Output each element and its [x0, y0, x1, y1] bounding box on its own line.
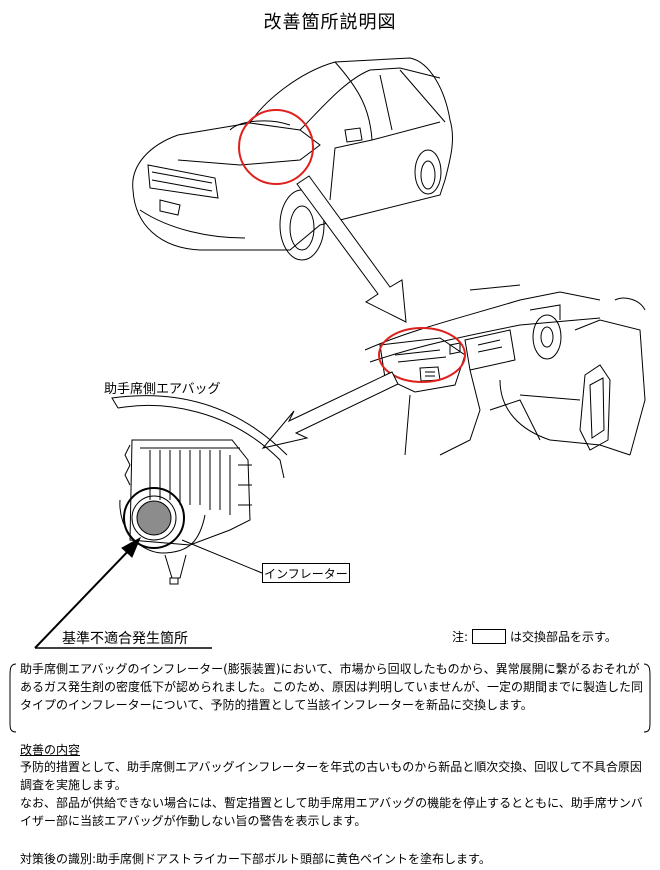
improvement-body: 予防的措置として、助手席側エアバッグインフレーターを年式の古いものから新品と順次… — [20, 758, 644, 830]
inflator-label: インフレーター — [262, 563, 350, 583]
inflator-replaced-part — [136, 500, 172, 536]
defect-summary: 助手席側エアバッグのインフレーター(膨張装置)において、市場から回収したものから… — [20, 662, 644, 712]
improvement-paragraph: なお、部品が供給できない場合には、暫定措置として助手席用エアバッグの機能を停止す… — [20, 796, 643, 828]
car-highlight-circle — [238, 109, 314, 185]
improvement-heading: 改善の内容 — [20, 743, 81, 757]
inflator-outer-ring — [123, 487, 185, 549]
airbag-module-illustration — [111, 395, 288, 585]
arrow-to-dashboard — [296, 175, 407, 323]
arrow-to-airbag — [261, 371, 399, 449]
page-title: 改善箇所説明図 — [263, 12, 397, 33]
legend-swatch — [472, 629, 507, 644]
arrow-to-location — [34, 536, 212, 649]
improvement-paragraph: 予防的措置として、助手席側エアバッグインフレーターを年式の古いものから新品と順次… — [20, 760, 642, 792]
legend-prefix: 注: — [452, 630, 469, 644]
legend-suffix: は交換部品を示す。 — [510, 630, 617, 644]
summary-bracket — [9, 663, 651, 733]
identification-note: 対策後の識別:助手席側ドアストライカー下部ボルト頭部に黄色ペイントを塗布します。 — [20, 852, 491, 866]
dashboard-highlight-circle — [378, 327, 466, 383]
car-illustration — [132, 57, 453, 261]
passenger-airbag-label: 助手席側エアバッグ — [104, 382, 221, 397]
inflator-leader-line — [181, 539, 263, 574]
dashboard-illustration — [364, 284, 646, 456]
nonconforming-location-label: 基準不適合発生箇所 — [62, 631, 188, 647]
legend: 注: は交換部品を示す。 — [452, 628, 617, 645]
